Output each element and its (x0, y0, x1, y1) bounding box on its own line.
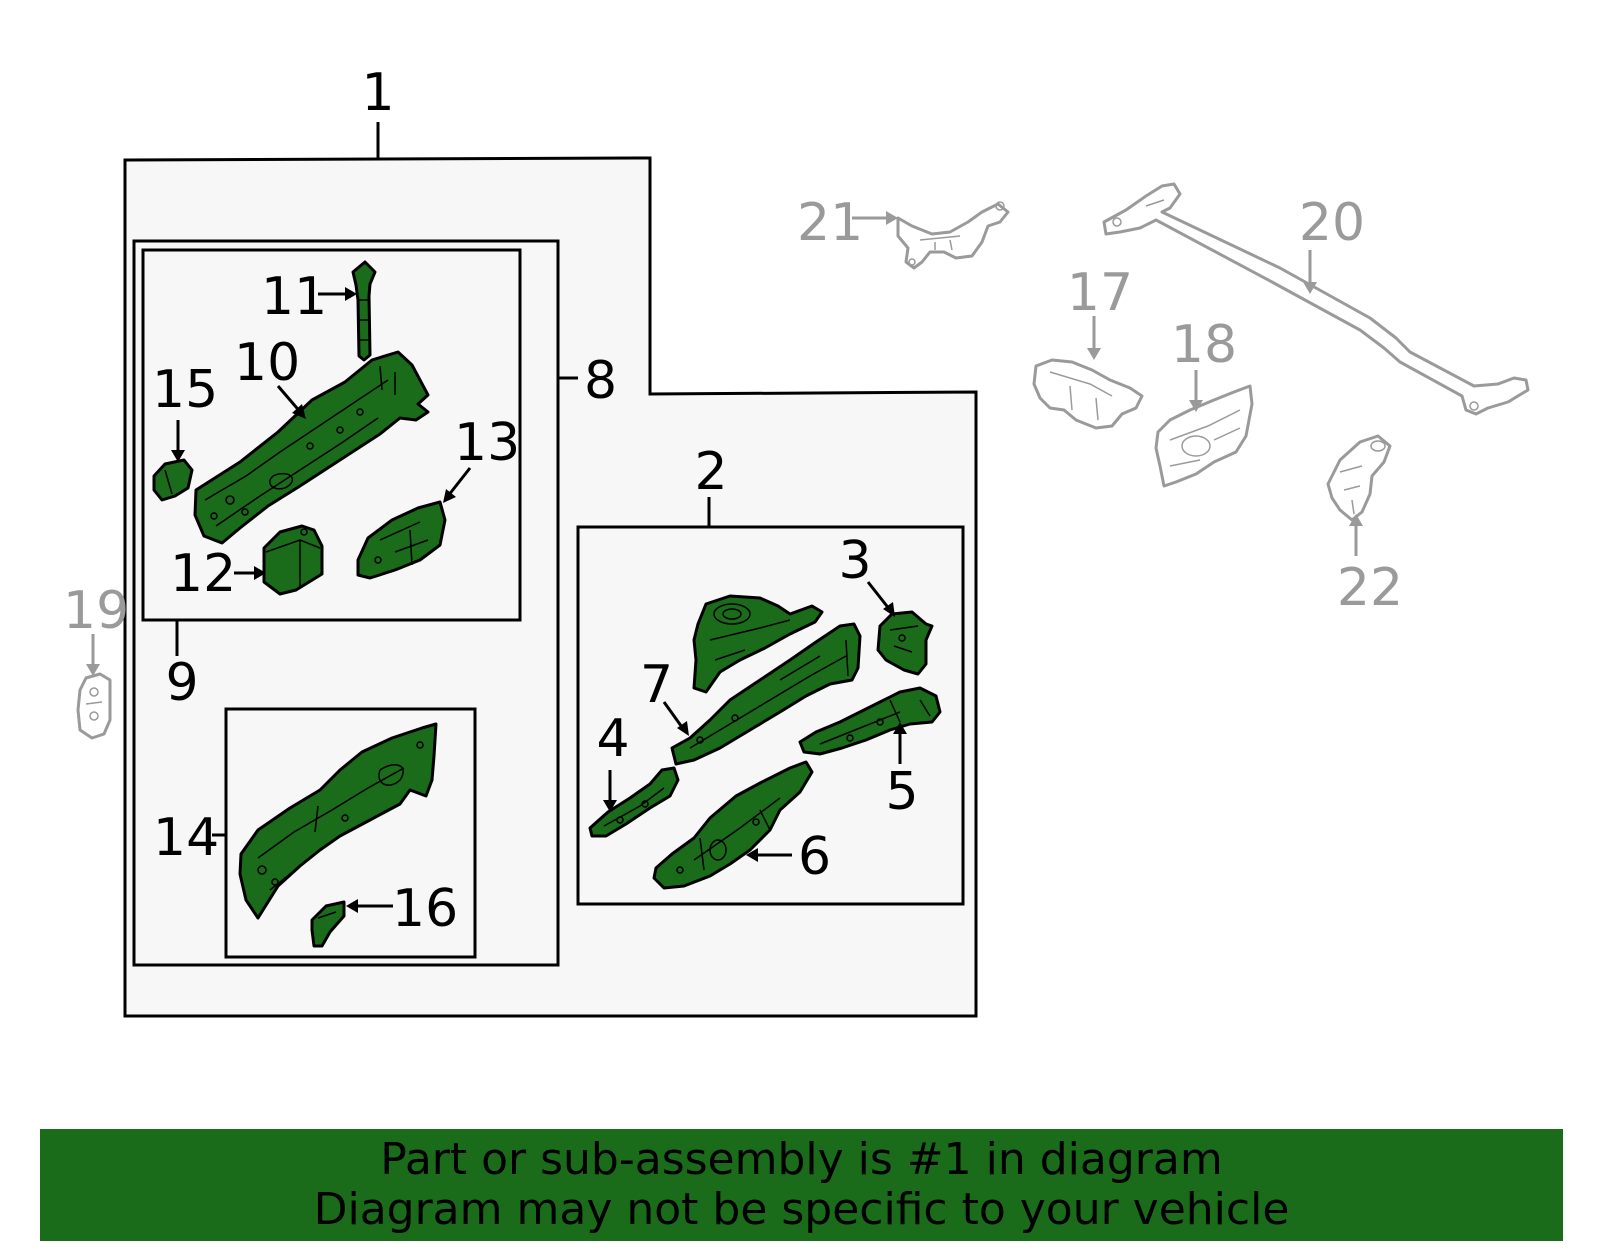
part-15-bracket[interactable] (152, 458, 194, 502)
part-17-mount[interactable] (1032, 358, 1144, 430)
part-12-bracket[interactable] (262, 524, 324, 596)
callout-2[interactable]: 2 (694, 442, 727, 502)
part-11-bolt[interactable] (351, 260, 377, 362)
info-banner: Part or sub-assembly is #1 in diagram Di… (40, 1129, 1563, 1241)
callout-17[interactable]: 17 (1067, 263, 1133, 323)
callout-1[interactable]: 1 (361, 63, 394, 123)
callout-15[interactable]: 15 (152, 360, 218, 420)
part-13-bracket[interactable] (356, 500, 447, 580)
part-6-rail[interactable] (652, 760, 814, 890)
part-5-rail[interactable] (798, 686, 942, 756)
callout-10[interactable]: 10 (234, 333, 300, 393)
callout-3[interactable]: 3 (838, 531, 871, 591)
part-3-bracket[interactable] (876, 610, 934, 676)
callout-4[interactable]: 4 (596, 709, 629, 769)
part-7-front-rail[interactable] (670, 622, 862, 766)
callout-13[interactable]: 13 (454, 413, 520, 473)
part-16-bracket[interactable] (310, 900, 346, 948)
part-14-rail-extension[interactable] (238, 722, 438, 920)
callout-9[interactable]: 9 (165, 653, 198, 713)
callout-5[interactable]: 5 (885, 762, 918, 822)
banner-line-2: Diagram may not be specific to your vehi… (313, 1184, 1290, 1235)
part-strut-tower[interactable] (692, 594, 824, 694)
callout-22[interactable]: 22 (1337, 558, 1403, 618)
callout-6[interactable]: 6 (798, 827, 831, 887)
callout-8[interactable]: 8 (584, 351, 617, 411)
callout-12[interactable]: 12 (170, 544, 236, 604)
part-10-front-rail[interactable] (193, 350, 430, 545)
banner-line-1: Part or sub-assembly is #1 in diagram (380, 1134, 1223, 1185)
part-4-bracket[interactable] (588, 766, 680, 838)
callout-14[interactable]: 14 (153, 808, 219, 868)
part-22-bracket[interactable] (1326, 434, 1392, 522)
callout-20[interactable]: 20 (1299, 193, 1365, 253)
callout-21[interactable]: 21 (797, 193, 863, 253)
callout-11[interactable]: 11 (261, 267, 327, 327)
callout-7[interactable]: 7 (640, 655, 673, 715)
callout-16[interactable]: 16 (392, 879, 458, 939)
part-18-mount[interactable] (1154, 384, 1254, 488)
callout-19[interactable]: 19 (63, 581, 129, 641)
part-19-bracket[interactable] (76, 672, 112, 740)
callout-18[interactable]: 18 (1171, 315, 1237, 375)
part-21-bracket[interactable] (896, 201, 1010, 270)
part-20-crossmember[interactable] (1102, 182, 1530, 416)
